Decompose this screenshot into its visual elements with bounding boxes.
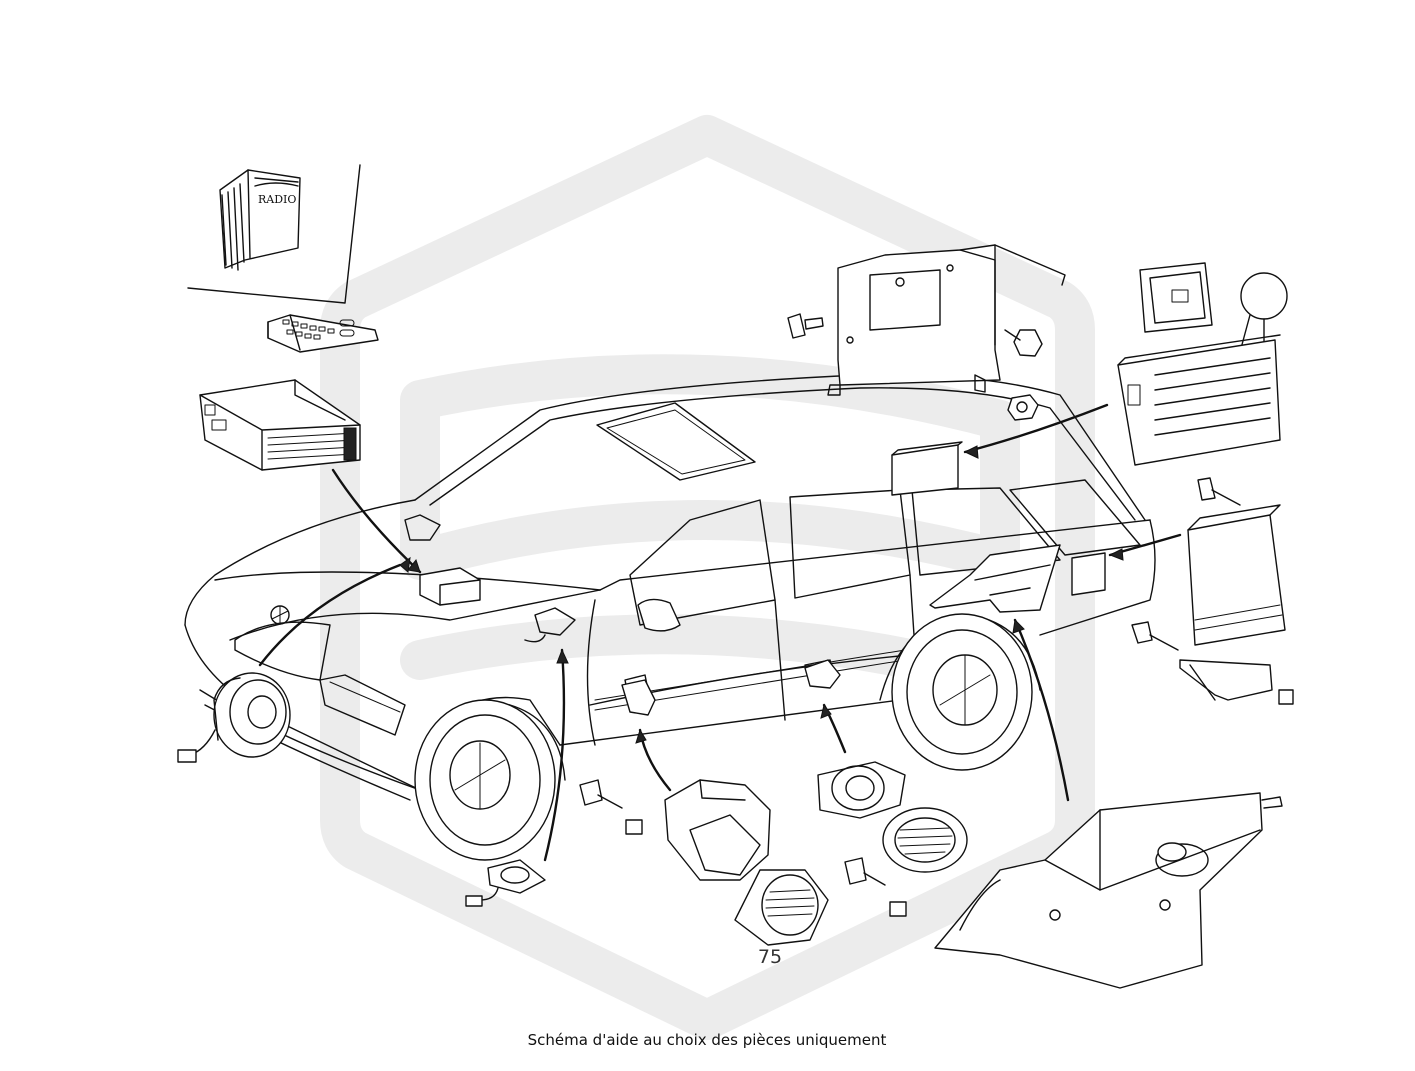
door-speaker-housing (664, 779, 771, 881)
subwoofer-enclosure (934, 792, 1283, 989)
screw-lower-center (844, 857, 886, 886)
rear-door-speaker (817, 761, 906, 819)
radio-in-dash (419, 567, 481, 606)
front-speaker (177, 672, 291, 763)
module-bracket (1179, 659, 1273, 701)
screw-top-right (1004, 329, 1043, 357)
footwell-speaker (734, 869, 829, 946)
navigation-module (1187, 504, 1286, 646)
bolt-top (787, 313, 824, 339)
front-wheel (414, 699, 556, 861)
screw-right-1 (1197, 477, 1241, 506)
screw-lower-left (579, 779, 623, 809)
radio-head-unit (199, 379, 361, 471)
mounting-bracket (827, 244, 1066, 396)
cd-module-in-car (1071, 552, 1106, 596)
remote-control (267, 314, 379, 353)
rear-subwoofer-in-car (929, 544, 1061, 613)
clip-right (1278, 689, 1294, 705)
rear-wheel (891, 613, 1033, 771)
clip-lower-center (889, 901, 907, 917)
screw-right-2 (1131, 621, 1179, 651)
page-number: 75 (757, 946, 783, 968)
speaker-grille (882, 807, 968, 873)
cd-changer (1117, 334, 1281, 466)
amplifier-in-car (891, 441, 963, 496)
cd-magazine (1139, 262, 1213, 333)
tweeter (465, 859, 546, 907)
rear-door-speaker-in-car (804, 659, 841, 689)
radio-manual-book: RADIO (187, 164, 361, 304)
nut-top (1007, 394, 1039, 421)
radio-manual-label: RADIO (258, 193, 296, 206)
pointer-arrows (258, 403, 1182, 862)
clip-lower-left (625, 819, 643, 835)
diagram-caption: Schéma d'aide au choix des pièces unique… (527, 1031, 887, 1049)
door-speaker-in-car (621, 679, 656, 716)
